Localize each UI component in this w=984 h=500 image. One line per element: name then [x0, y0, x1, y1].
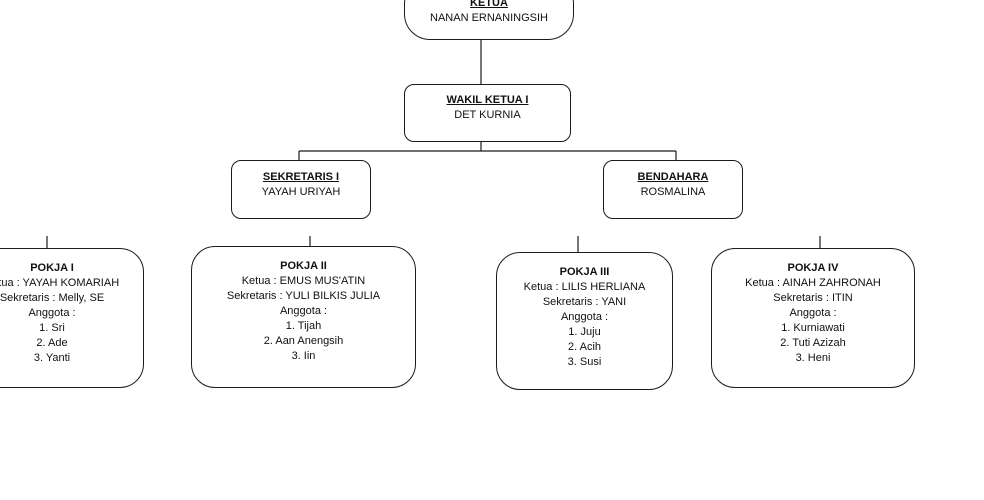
pokja-anggota-label: Anggota : — [789, 307, 837, 319]
pokja-2-box: POKJA II Ketua : EMUS MUS'ATIN Sekretari… — [191, 246, 416, 388]
pokja-sekretaris: Sekretaris : YULI BILKIS JULIA — [226, 290, 381, 302]
pokja-member: 3. Yanti — [33, 352, 71, 364]
bendahara-title: BENDAHARA — [637, 171, 709, 183]
wakil-ketua-box: WAKIL KETUA I DET KURNIA — [404, 84, 571, 142]
pokja-title: POKJA IV — [787, 262, 839, 274]
pokja-member: 3. Heni — [795, 352, 831, 364]
ketua-title: KETUA — [470, 0, 508, 9]
pokja-member: 2. Acih — [567, 341, 602, 353]
pokja-member: 1. Kurniawati — [781, 322, 845, 334]
pokja-member: 2. Ade — [36, 337, 68, 349]
wakil-ketua-title: WAKIL KETUA I — [446, 94, 529, 106]
sekretaris-name: YAYAH URIYAH — [261, 186, 341, 198]
pokja-ketua: Ketua : EMUS MUS'ATIN — [241, 275, 366, 287]
pokja-anggota-label: Anggota : — [560, 311, 609, 323]
pokja-member: 3. Susi — [567, 356, 602, 368]
pokja-title: POKJA III — [559, 266, 610, 278]
pokja-title: POKJA II — [280, 260, 327, 272]
bendahara-name: ROSMALINA — [640, 186, 706, 198]
pokja-3-box: POKJA III Ketua : LILIS HERLIANA Sekreta… — [496, 252, 673, 390]
pokja-sekretaris: Sekretaris : YANI — [542, 296, 627, 308]
pokja-ketua: Ketua : AINAH ZAHRONAH — [745, 277, 881, 289]
pokja-anggota-label: Anggota : — [279, 305, 328, 317]
sekretaris-title: SEKRETARIS I — [262, 171, 340, 183]
bendahara-box: BENDAHARA ROSMALINA — [603, 160, 743, 219]
pokja-member: 2. Aan Anengsih — [263, 335, 344, 347]
pokja-title: POKJA I — [30, 262, 74, 274]
pokja-anggota-label: Anggota : — [28, 307, 76, 319]
pokja-member: 2. Tuti Azizah — [780, 337, 846, 349]
pokja-member: 1. Tijah — [285, 320, 322, 332]
pokja-sekretaris: Sekretaris : ITIN — [773, 292, 853, 304]
ketua-name: NANAN ERNANINGSIH — [430, 12, 548, 24]
wakil-ketua-name: DET KURNIA — [454, 109, 521, 121]
pokja-4-box: POKJA IV Ketua : AINAH ZAHRONAH Sekretar… — [711, 248, 915, 388]
ketua-box: KETUA NANAN ERNANINGSIH — [404, 0, 574, 40]
sekretaris-box: SEKRETARIS I YAYAH URIYAH — [231, 160, 371, 219]
pokja-member: 1. Sri — [39, 322, 65, 334]
pokja-member: 3. Iin — [291, 350, 316, 362]
pokja-1-box: POKJA I Ketua : YAYAH KOMARIAH Sekretari… — [0, 248, 144, 388]
pokja-member: 1. Juju — [568, 326, 601, 338]
pokja-ketua: Ketua : LILIS HERLIANA — [523, 281, 646, 293]
pokja-ketua: Ketua : YAYAH KOMARIAH — [0, 277, 120, 289]
pokja-sekretaris: Sekretaris : Melly, SE — [0, 292, 105, 304]
